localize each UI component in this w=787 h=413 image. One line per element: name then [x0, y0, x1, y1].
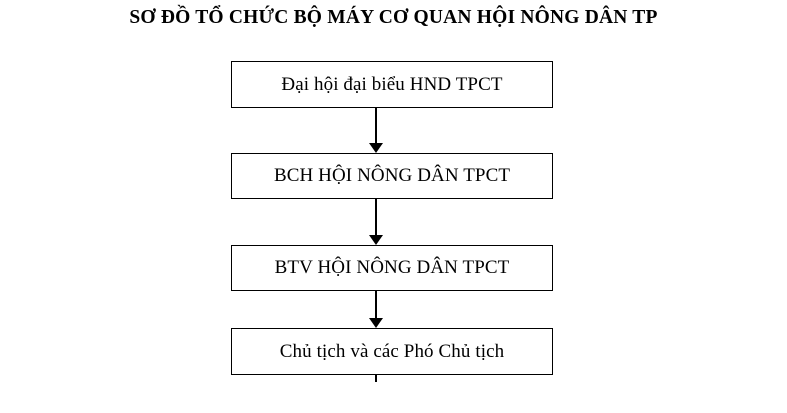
arrow-shaft — [375, 199, 377, 236]
flowchart-node-dai-hoi-dai-bieu[interactable]: Đại hội đại biểu HND TPCT — [231, 61, 553, 108]
arrow-shaft — [375, 375, 377, 382]
arrow-shaft — [375, 291, 377, 319]
flowchart-node-label: Chủ tịch và các Phó Chủ tịch — [279, 340, 505, 362]
flowchart-node-chu-tich-va-cac-pho-chu-tich[interactable]: Chủ tịch và các Phó Chủ tịch — [231, 328, 553, 375]
page-title: SƠ ĐỒ TỔ CHỨC BỘ MÁY CƠ QUAN HỘI NÔNG DÂ… — [129, 7, 658, 28]
arrow-head — [369, 235, 383, 245]
flowchart-node-label: BTV HỘI NÔNG DÂN TPCT — [274, 257, 510, 278]
arrow-down-icon — [369, 291, 383, 328]
arrow-down-icon — [369, 108, 383, 153]
arrow-head — [369, 318, 383, 328]
flowchart-node-label: Đại hội đại biểu HND TPCT — [281, 73, 503, 95]
arrow-down-icon — [369, 199, 383, 245]
flowchart-node-btv-hoi-nong-dan[interactable]: BTV HỘI NÔNG DÂN TPCT — [231, 245, 553, 291]
connector-line-stub — [369, 375, 383, 382]
arrow-head — [369, 143, 383, 153]
flowchart-node-bch-hoi-nong-dan[interactable]: BCH HỘI NÔNG DÂN TPCT — [231, 153, 553, 199]
arrow-shaft — [375, 108, 377, 144]
flowchart-node-label: BCH HỘI NÔNG DÂN TPCT — [273, 165, 511, 186]
